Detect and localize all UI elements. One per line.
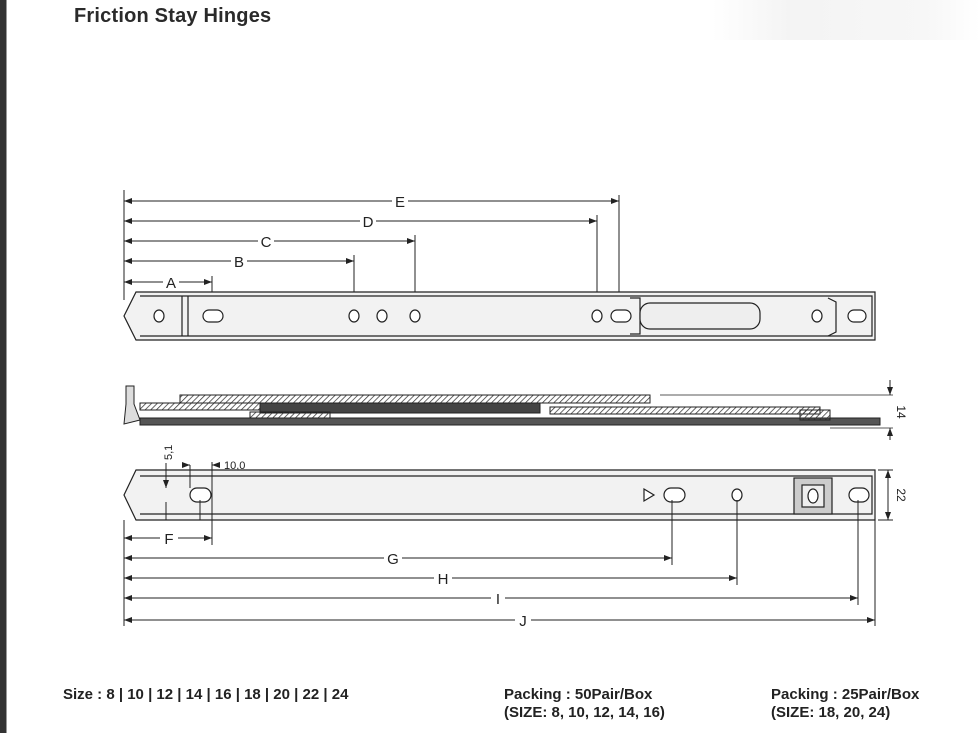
dim-label-slot-width: 10,0 [224, 460, 245, 472]
packing-line-1: Packing : 50Pair/Box [504, 686, 653, 703]
hinge-bottom-view [123, 469, 876, 521]
dim-label-width: 22 [894, 488, 908, 502]
packing-line-2: Packing : 25Pair/Box [771, 686, 920, 703]
dim-label-a: A [166, 275, 176, 292]
dim-label-f: F [164, 531, 173, 548]
dim-label-h: H [438, 571, 449, 588]
dim-label-height: 14 [894, 405, 908, 419]
packing-sizes-1: (SIZE: 8, 10, 12, 14, 16) [504, 704, 665, 721]
page-border [0, 0, 7, 733]
dim-label-slot-height: 5,1 [163, 445, 175, 460]
dim-label-d: D [363, 214, 374, 231]
page-title: Friction Stay Hinges [74, 5, 272, 27]
dim-label-b: B [234, 254, 244, 271]
dim-label-i: I [496, 591, 500, 608]
dim-label-e: E [395, 194, 405, 211]
background-smudge [712, 0, 980, 40]
packing-info-small: Packing : 50Pair/Box (SIZE: 8, 10, 12, 1… [504, 686, 665, 722]
dim-label-c: C [261, 234, 272, 251]
hinge-side-view [123, 380, 893, 440]
packing-sizes-2: (SIZE: 18, 20, 24) [771, 704, 891, 721]
hinge-top-view [123, 291, 876, 341]
dim-label-g: G [387, 551, 399, 568]
dim-label-j: J [519, 613, 527, 630]
packing-info-large: Packing : 25Pair/Box (SIZE: 18, 20, 24) [771, 686, 919, 722]
size-list: Size : 8 | 10 | 12 | 14 | 16 | 18 | 20 |… [63, 686, 349, 703]
